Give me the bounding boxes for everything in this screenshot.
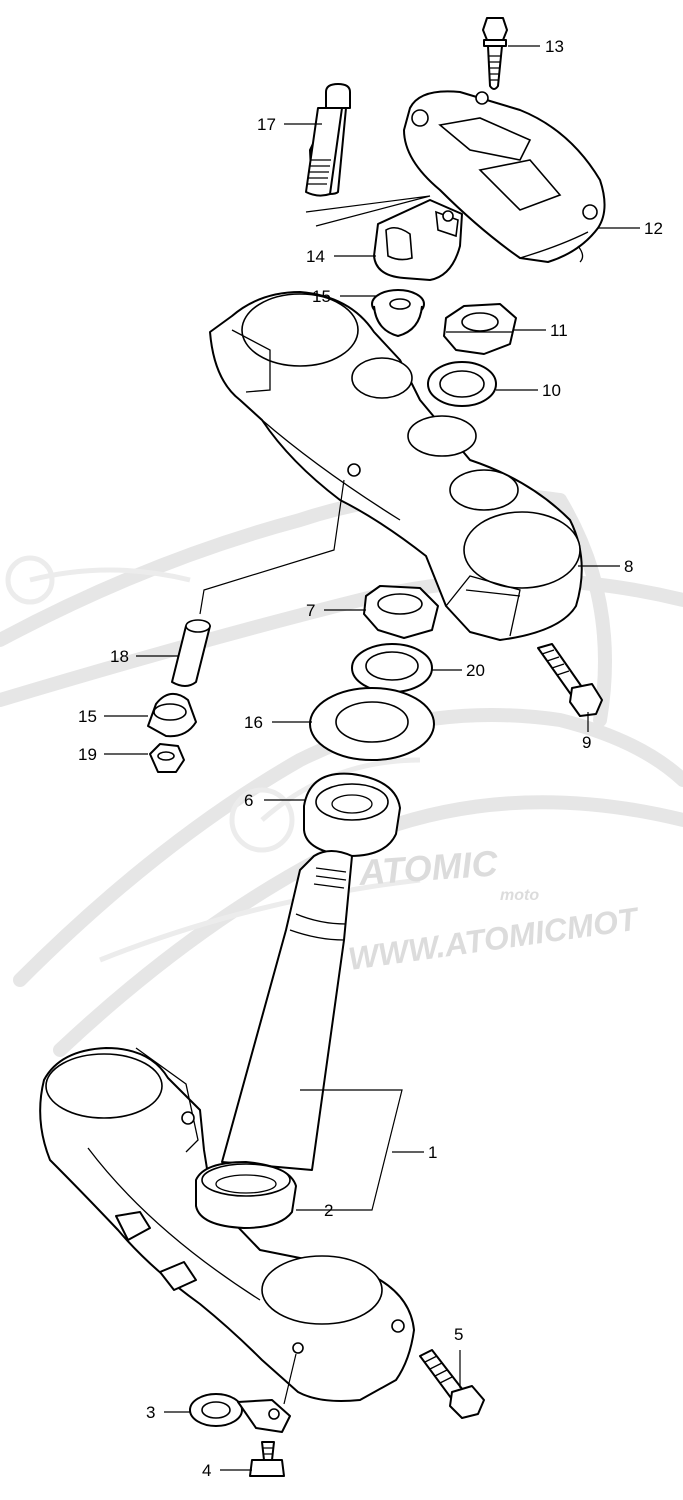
label-5: 5 (454, 1325, 463, 1344)
label-15-lower: 15 (78, 707, 97, 726)
part-17-bolt (305, 83, 431, 227)
part-15-cap-lower (147, 693, 197, 738)
part-3-cable-guide (189, 1353, 297, 1433)
part-11-nut (443, 303, 517, 355)
part-1-steering-stem (39, 850, 415, 1402)
label-18: 18 (110, 647, 129, 666)
part-5-bolt (419, 1349, 485, 1419)
part-2-bearing (195, 1161, 297, 1229)
label-19: 19 (78, 745, 97, 764)
label-15-upper: 15 (312, 287, 331, 306)
part-16-seal (309, 687, 435, 761)
label-3: 3 (146, 1403, 155, 1422)
watermark-url: WWW.ATOMICMOT (346, 900, 642, 977)
label-9: 9 (582, 733, 591, 752)
label-8: 8 (624, 557, 633, 576)
part-14-clamp (373, 199, 463, 281)
label-7: 7 (306, 601, 315, 620)
watermark-logo: ATOMIC moto WWW.ATOMICMOT (346, 842, 642, 977)
watermark-sub: moto (500, 887, 539, 904)
label-13: 13 (545, 37, 564, 56)
leader-lines (104, 45, 640, 1471)
part-10-washer (427, 361, 497, 407)
part-18-spacer (171, 619, 211, 687)
part-12-handlebar-clamp (403, 90, 606, 263)
part-4-screw (249, 1441, 285, 1477)
label-10: 10 (542, 381, 561, 400)
part-6-bearing (303, 772, 401, 857)
part-labels: 13 17 12 14 15 11 10 8 7 20 9 18 15 16 1… (78, 37, 663, 1480)
label-20: 20 (466, 661, 485, 680)
label-1: 1 (428, 1143, 437, 1162)
part-20-washer (351, 643, 433, 693)
label-11: 11 (550, 321, 568, 340)
part-8-upper-triple-clamp (199, 291, 583, 641)
part-13-bolt (482, 17, 508, 90)
label-14: 14 (306, 247, 325, 266)
part-15-cap-upper (371, 289, 425, 337)
part-7-locknut (363, 585, 439, 639)
label-12: 12 (644, 219, 663, 238)
part-9-bolt (537, 643, 603, 717)
label-17: 17 (257, 115, 276, 134)
label-16: 16 (244, 713, 263, 732)
part-19-nut (149, 743, 185, 773)
label-4: 4 (202, 1461, 211, 1480)
label-2: 2 (324, 1201, 333, 1220)
label-6: 6 (244, 791, 253, 810)
